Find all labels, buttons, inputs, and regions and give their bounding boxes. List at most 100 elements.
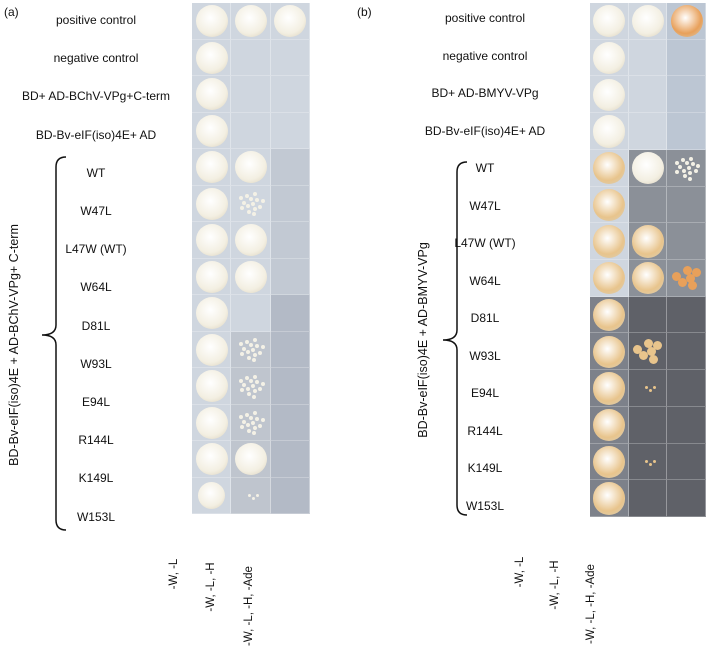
- colony-speck: [239, 342, 244, 347]
- plate-cell: [628, 113, 668, 150]
- plate-cell: [590, 480, 629, 517]
- yeast-colony: [593, 78, 626, 111]
- yeast-colony: [631, 262, 665, 295]
- colony-speck: [687, 281, 697, 291]
- colony-speck: [239, 378, 244, 383]
- yeast-colony: [631, 225, 665, 258]
- yeast-colony: [198, 482, 226, 510]
- plate-cell: [270, 404, 310, 441]
- plate-cell: [231, 76, 271, 113]
- colony-speck: [253, 338, 258, 343]
- colony-speck: [671, 272, 681, 282]
- plate-cell: [192, 295, 232, 332]
- row-label: W47L: [469, 198, 501, 213]
- row-label: W64L: [80, 280, 112, 295]
- plate-cell: [231, 477, 271, 514]
- plate-cell: [590, 76, 629, 114]
- plate-cell: [628, 406, 668, 444]
- row-label: BD-Bv-eIF(iso)4E+ AD: [35, 127, 157, 142]
- colony-speck: [260, 345, 265, 350]
- row-label: positive control: [444, 11, 526, 25]
- yeast-colony: [631, 5, 665, 38]
- plate-cell: [628, 480, 668, 517]
- colony-speck: [652, 386, 656, 390]
- colony-speck: [246, 386, 251, 391]
- colony-speck: [242, 346, 247, 351]
- yeast-colony: [234, 443, 268, 476]
- colony-speck: [252, 212, 257, 217]
- plate-cell: [231, 222, 271, 259]
- colony-speck: [249, 342, 254, 347]
- colony-speck: [677, 277, 687, 287]
- colony-speck: [682, 266, 692, 276]
- colony-speck: [646, 347, 656, 357]
- row-label: BD+ AD-BChV-VPg+C-term: [21, 89, 171, 104]
- row-label: L47W (WT): [454, 236, 516, 250]
- plate-cell: [231, 185, 271, 222]
- colony-speck: [260, 381, 265, 386]
- colony-speck: [691, 162, 696, 167]
- plate-cell: [192, 112, 232, 149]
- panel-letter: (a): [4, 5, 19, 19]
- plate-cell: [667, 149, 706, 187]
- plate-cell: [628, 370, 668, 407]
- row-label: K149L: [467, 461, 503, 475]
- panel-letter: (b): [357, 5, 372, 19]
- yeast-colony: [234, 5, 268, 38]
- colony-speck: [239, 415, 244, 420]
- yeast-plate-grid: [590, 3, 706, 517]
- group-label: BD-Bv-eIF(iso)4E + AD-BChV-VPg+ C-term: [7, 224, 21, 466]
- yeast-colony: [195, 333, 228, 366]
- row-label: W93L: [80, 356, 112, 371]
- colony-speck: [675, 170, 680, 175]
- colony-speck: [242, 383, 247, 388]
- yeast-colony: [593, 335, 626, 368]
- colony-speck: [680, 158, 685, 163]
- plate-cell: [628, 296, 668, 334]
- plate-cell: [628, 260, 668, 297]
- row-label: WT: [86, 165, 106, 180]
- row-label: E94L: [470, 386, 500, 400]
- colony-speck: [260, 199, 265, 204]
- colony-speck: [244, 376, 249, 381]
- colony-speck: [246, 423, 251, 428]
- yeast-colony: [195, 41, 228, 74]
- plate-cell: [270, 112, 310, 149]
- colony-speck: [239, 205, 244, 210]
- colony-speck: [252, 394, 257, 399]
- plate-cell: [628, 223, 668, 260]
- row-label: K149L: [78, 471, 114, 486]
- colony-speck: [689, 156, 694, 161]
- plate-cell: [270, 331, 310, 368]
- plate-cell: [667, 480, 706, 517]
- plate-cell: [270, 368, 310, 405]
- yeast-colony: [195, 370, 228, 403]
- colony-speck: [674, 160, 679, 165]
- colony-speck: [252, 389, 257, 394]
- plate-cell: [231, 39, 271, 76]
- row-label: BD+ AD-BMYV-VPg: [431, 86, 539, 100]
- colony-speck: [257, 204, 262, 209]
- plate-cell: [231, 331, 271, 368]
- yeast-colony: [593, 225, 626, 258]
- colony-speck: [253, 374, 258, 379]
- media-label: -W, -L, -H: [549, 560, 561, 610]
- plate-cell: [667, 296, 706, 334]
- colony-speck: [639, 351, 649, 361]
- colony-speck: [255, 493, 259, 497]
- group-bracket: [41, 156, 67, 531]
- plate-cell: [231, 441, 271, 478]
- colony-speck: [693, 169, 698, 174]
- yeast-colony: [195, 260, 228, 293]
- plate-cell: [667, 370, 706, 407]
- plate-cell: [270, 441, 310, 478]
- colony-speck: [686, 166, 691, 171]
- colony-speck: [246, 355, 251, 360]
- plate-cell: [590, 443, 629, 481]
- colony-speck: [252, 358, 257, 363]
- media-label: -W, -L, -H: [205, 562, 217, 612]
- plate-cell: [590, 3, 629, 40]
- colony-speck: [239, 196, 244, 201]
